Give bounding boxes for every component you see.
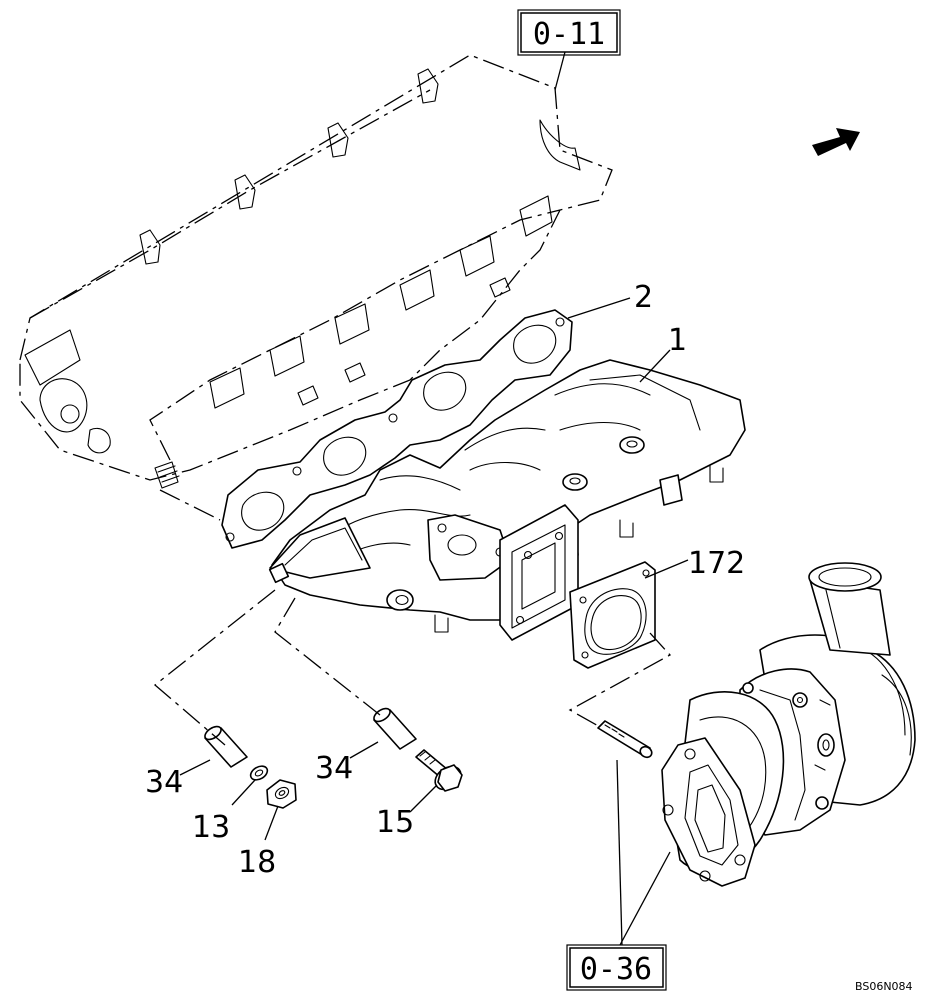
leader-lines: [153, 51, 689, 946]
callout-18: 18: [238, 845, 276, 880]
turbo-gasket: [569, 561, 656, 669]
ref-label-cylinder-head: 0-11: [533, 17, 605, 52]
dowel-pin-right: [373, 707, 417, 750]
callout-1: 1: [668, 323, 687, 358]
callout-13: 13: [192, 810, 230, 845]
callout-2: 2: [634, 280, 653, 315]
head-studs: [154, 277, 511, 489]
ref-box-cylinder-head[interactable]: 0-11: [517, 9, 621, 56]
front-arrow-icon: [812, 128, 860, 156]
callout-172: 172: [688, 546, 745, 581]
turbocharger: [661, 562, 916, 887]
callout-numbers: 2 1 172 34 34 13 18 15: [145, 280, 745, 880]
turbo-stud: [597, 720, 653, 759]
washer: [249, 765, 269, 781]
drawing-code: BS06N084: [855, 980, 913, 993]
dowel-pin-left: [204, 725, 248, 768]
cylinder-head-phantom: [19, 54, 613, 489]
ref-box-turbocharger[interactable]: 0-36: [566, 944, 667, 991]
flange-bolt: [415, 749, 463, 792]
exhaust-manifold: [268, 359, 746, 641]
callout-34-left: 34: [145, 765, 183, 800]
callout-34-right: 34: [315, 751, 353, 786]
manifold-gasket: [221, 309, 573, 549]
ref-label-turbocharger: 0-36: [580, 952, 652, 987]
nut: [266, 779, 297, 809]
callout-15: 15: [376, 805, 414, 840]
